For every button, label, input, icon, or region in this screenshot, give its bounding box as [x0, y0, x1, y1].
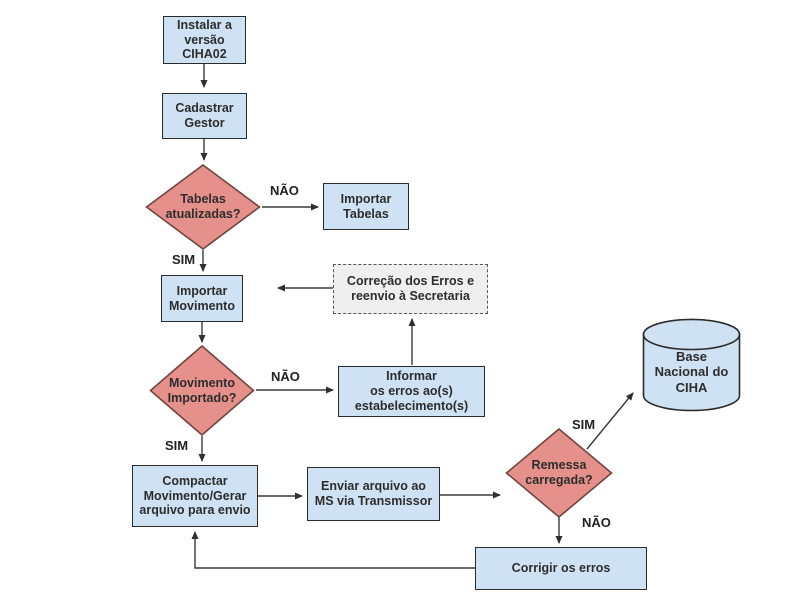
- node-compactar-movimento: Compactar Movimento/Gerar arquivo para e…: [132, 465, 258, 527]
- node-correcao-erros-reenvio: Correção dos Erros e reenvio à Secretari…: [333, 264, 488, 314]
- database-label: Base Nacional do CIHA: [654, 349, 729, 395]
- node-corrigir-erros: Corrigir os erros: [475, 547, 647, 590]
- node-importar-tabelas: Importar Tabelas: [323, 183, 409, 230]
- diamond-shape: [505, 428, 613, 518]
- node-cadastrar-gestor: Cadastrar Gestor: [162, 93, 247, 139]
- node-importar-movimento: Importar Movimento: [161, 275, 243, 322]
- edge-label-sim-tabelas: SIM: [172, 252, 196, 267]
- edge-label-sim-remessa: SIM: [572, 417, 596, 432]
- node-enviar-arquivo-ms: Enviar arquivo ao MS via Transmissor: [307, 467, 440, 521]
- node-base-nacional-ciha-database: Base Nacional do CIHA: [642, 318, 741, 412]
- edge-corrigir-to-compactar: [191, 531, 475, 569]
- node-decision-remessa-carregada: Remessa carregada?: [505, 428, 613, 518]
- decision-tabelas-label: Tabelas atualizadas?: [165, 192, 241, 221]
- edge-label-nao-tabelas: NÃO: [270, 183, 299, 198]
- edge-label-nao-remessa: NÃO: [582, 515, 611, 530]
- edge-label-sim-movimento: SIM: [165, 438, 189, 453]
- decision-movimento-label: Movimento Importado?: [167, 375, 237, 405]
- edge-remessa-to-base-nacional: [586, 392, 634, 450]
- node-decision-movimento-importado: Movimento Importado?: [149, 345, 255, 436]
- node-informar-erros-estabelecimentos: Informar os erros ao(s) estabelecimento(…: [338, 366, 485, 417]
- database-cylinder-icon: [642, 318, 741, 412]
- node-decision-tabelas-atualizadas: Tabelas atualizadas?: [145, 164, 261, 250]
- diamond-shape: [145, 164, 261, 250]
- edge-label-nao-movimento: NÃO: [271, 369, 300, 384]
- decision-remessa-label: Remessa carregada?: [525, 458, 593, 487]
- node-instalar-versao-ciha02: Instalar a versão CIHA02: [163, 16, 246, 64]
- diamond-shape: [149, 345, 255, 436]
